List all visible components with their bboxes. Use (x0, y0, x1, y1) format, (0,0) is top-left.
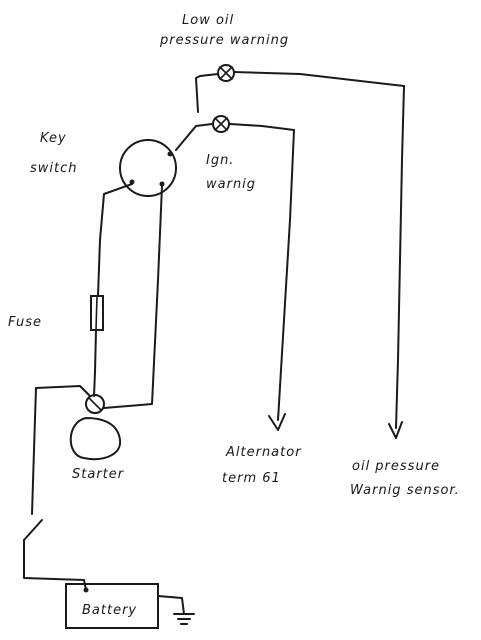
wire-oil-pressure-sensor (395, 85, 405, 429)
oil-sensor-label: oil pressure (352, 459, 440, 474)
key-switch-label: Key (40, 131, 67, 146)
oil-sensor-label-sub: Warnig sensor. (350, 483, 460, 498)
ign-warning-lamp (212, 115, 230, 133)
wire-key-switch-to-fuse (97, 183, 133, 297)
ign-warning-label: Ign. (206, 153, 234, 168)
key-switch-label-sub: switch (30, 161, 78, 176)
wire-ign-lamp-right (229, 123, 295, 131)
key-switch (119, 139, 177, 197)
fuse-label: Fuse (8, 315, 42, 330)
fuse (90, 295, 104, 331)
starter-switch-blade (23, 519, 43, 541)
wire-fuse-to-starter (93, 329, 97, 397)
starter (69, 394, 122, 461)
battery (65, 583, 159, 629)
wire-key-switch-to-starter (103, 185, 163, 409)
low-oil-label-sub: pressure warning (159, 33, 289, 48)
low-oil-pressure-lamp (217, 64, 235, 82)
wire-low-oil-lamp-right (233, 71, 405, 87)
wire-battery-to-ground (157, 595, 185, 615)
battery-label: Battery (82, 603, 137, 618)
ign-warning-label-sub: warnig (206, 177, 256, 192)
arrow-oil-pressure-sensor (388, 421, 403, 439)
wire-switch-to-battery (23, 539, 87, 591)
wire-alternator-term-61 (277, 129, 295, 421)
ground-symbol (173, 613, 195, 625)
arrow-alternator-term-61 (268, 413, 286, 431)
starter-label: Starter (72, 467, 125, 482)
alternator-label: Alternator (225, 445, 302, 460)
wire-key-switch-to-lamps (175, 123, 213, 151)
low-oil-label: Low oil (182, 13, 234, 28)
wire-starter-to-battery (31, 385, 91, 515)
wire-low-oil-lamp-left (195, 73, 219, 113)
alternator-label-sub: term 61 (222, 471, 281, 486)
